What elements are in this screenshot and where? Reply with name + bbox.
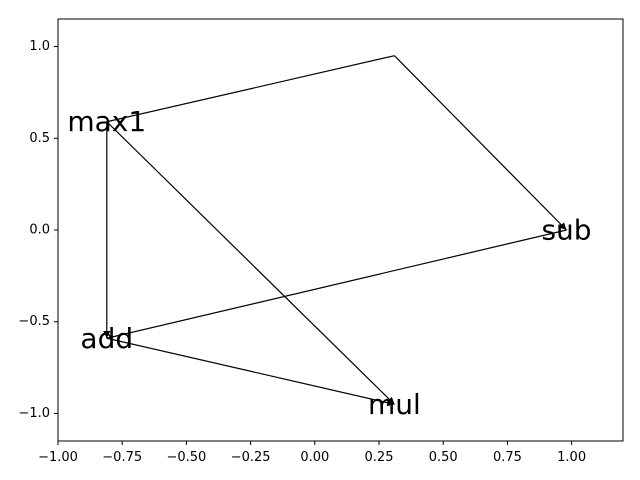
axes-frame [57, 18, 624, 442]
node-label-max1: max1 [67, 105, 146, 138]
x-tick-label: 0.25 [365, 450, 394, 465]
y-axis-ticks: 1.0 0.5 0.0 −0.5 −1.0 [18, 39, 58, 421]
y-tick-label: −0.5 [18, 314, 50, 329]
x-tick-label: −0.50 [166, 450, 206, 465]
edge-hidden-to-sub [394, 55, 567, 231]
x-tick-label: 1.00 [557, 450, 586, 465]
x-tick-label: 0.75 [493, 450, 522, 465]
y-tick-label: 1.0 [29, 39, 50, 54]
y-tick-label: 0.0 [29, 223, 50, 238]
y-tick-label: −1.0 [18, 406, 50, 421]
edge-add-to-mul [106, 337, 395, 407]
edge-max1-to-mul [106, 121, 395, 405]
x-tick-label: −1.00 [38, 450, 78, 465]
node-label-mul: mul [368, 388, 421, 421]
node-label-sub: sub [541, 214, 591, 247]
node-label-add: add [80, 322, 133, 355]
x-tick-label: 0.50 [429, 450, 458, 465]
nodes-layer: max1 sub add mul [67, 105, 591, 421]
x-tick-label: −0.25 [231, 450, 271, 465]
x-axis-ticks: −1.00 −0.75 −0.50 −0.25 0.00 0.25 0.50 0.75 1.00 [38, 441, 586, 465]
x-tick-label: −0.75 [102, 450, 142, 465]
x-tick-label: 0.00 [300, 450, 329, 465]
edges-layer [103, 55, 567, 407]
y-tick-label: 0.5 [29, 131, 50, 146]
edge-sub-to-add [106, 229, 567, 339]
edge-max1-to-hidden [106, 55, 395, 123]
